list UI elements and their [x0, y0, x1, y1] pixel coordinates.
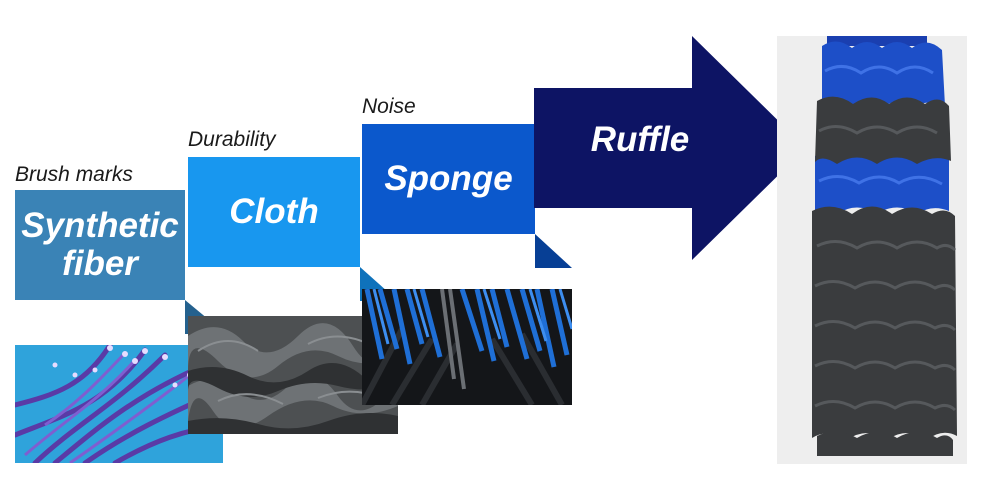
step-label-line2: fiber — [62, 244, 138, 283]
caption-durability: Durability — [188, 128, 276, 151]
step-label-line1: Synthetic — [21, 206, 179, 245]
step-shadow — [535, 234, 572, 268]
caption-noise: Noise — [362, 95, 416, 118]
step-label-ruffle: Ruffle — [590, 120, 690, 159]
step-label-cloth: Cloth — [229, 192, 319, 231]
step-label-synthetic-fiber: Synthetic fiber — [21, 207, 179, 283]
step-cloth: Cloth — [188, 157, 398, 301]
step-label-sponge: Sponge — [384, 159, 513, 198]
caption-brush-marks: Brush marks — [15, 163, 133, 186]
ruffle-arrow — [534, 36, 806, 260]
ruffle-brush-photo — [777, 36, 967, 464]
sponge-photo — [362, 289, 572, 405]
step-sponge: Sponge — [362, 124, 572, 268]
step-synthetic-fiber: Synthetic fiber — [15, 190, 226, 334]
arrow-shape — [534, 36, 806, 260]
